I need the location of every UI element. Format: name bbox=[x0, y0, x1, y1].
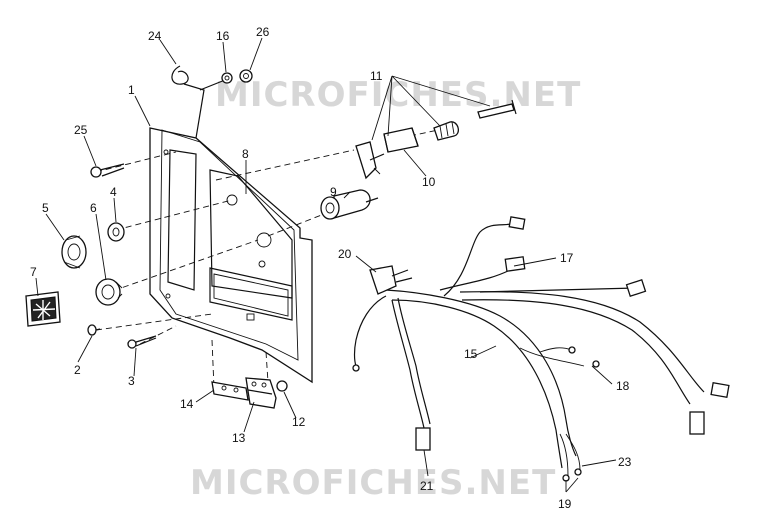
callout-5: 5 bbox=[42, 201, 49, 215]
leader-lines bbox=[35, 37, 617, 493]
callout-21: 21 bbox=[420, 479, 434, 493]
screw-25 bbox=[90, 163, 125, 178]
callout-12: 12 bbox=[292, 415, 306, 429]
callout-9: 9 bbox=[330, 185, 337, 199]
wiring-harness-15 bbox=[353, 223, 705, 477]
bracket-13 bbox=[211, 377, 277, 409]
switch-plate-7 bbox=[25, 291, 61, 327]
screw-3 bbox=[127, 335, 157, 349]
nut-12 bbox=[276, 380, 288, 392]
key-switch-9 bbox=[320, 189, 379, 220]
callout-16: 16 bbox=[216, 29, 230, 43]
harness-connectors bbox=[352, 216, 730, 482]
callout-14: 14 bbox=[180, 397, 194, 411]
callout-10: 10 bbox=[422, 175, 436, 189]
console-panel bbox=[149, 65, 313, 384]
nut-5 bbox=[61, 235, 87, 269]
callout-7: 7 bbox=[30, 265, 37, 279]
callout-8: 8 bbox=[242, 147, 249, 161]
relay-20 bbox=[369, 265, 413, 295]
callout-19: 19 bbox=[558, 497, 572, 511]
washer-16 bbox=[221, 72, 233, 84]
screw-2 bbox=[87, 324, 101, 336]
callout-11: 11 bbox=[370, 69, 383, 83]
callout-23: 23 bbox=[618, 455, 632, 469]
callout-17: 17 bbox=[560, 251, 574, 265]
callout-6: 6 bbox=[90, 201, 97, 215]
switch-assembly-10 bbox=[355, 99, 517, 180]
callout-15: 15 bbox=[464, 347, 478, 361]
watermark-bottom: MICROFICHES.NET bbox=[190, 463, 556, 503]
callout-20: 20 bbox=[338, 247, 352, 261]
washer-4 bbox=[107, 222, 125, 242]
assembly-guide-lines bbox=[95, 129, 439, 389]
callout-3: 3 bbox=[128, 374, 135, 388]
callout-24: 24 bbox=[148, 29, 162, 43]
callout-1: 1 bbox=[128, 83, 135, 97]
callout-2: 2 bbox=[74, 363, 81, 377]
callout-4: 4 bbox=[110, 185, 117, 199]
knurled-nut-6 bbox=[95, 278, 123, 306]
nut-26 bbox=[239, 69, 253, 83]
callout-25: 25 bbox=[74, 123, 88, 137]
watermark-top: MICROFICHES.NET bbox=[215, 75, 581, 115]
callout-numbers: 1 2 3 4 5 6 7 8 9 10 11 12 13 14 15 16 1… bbox=[30, 25, 632, 511]
callout-13: 13 bbox=[232, 431, 246, 445]
callout-26: 26 bbox=[256, 25, 270, 39]
callout-18: 18 bbox=[616, 379, 630, 393]
